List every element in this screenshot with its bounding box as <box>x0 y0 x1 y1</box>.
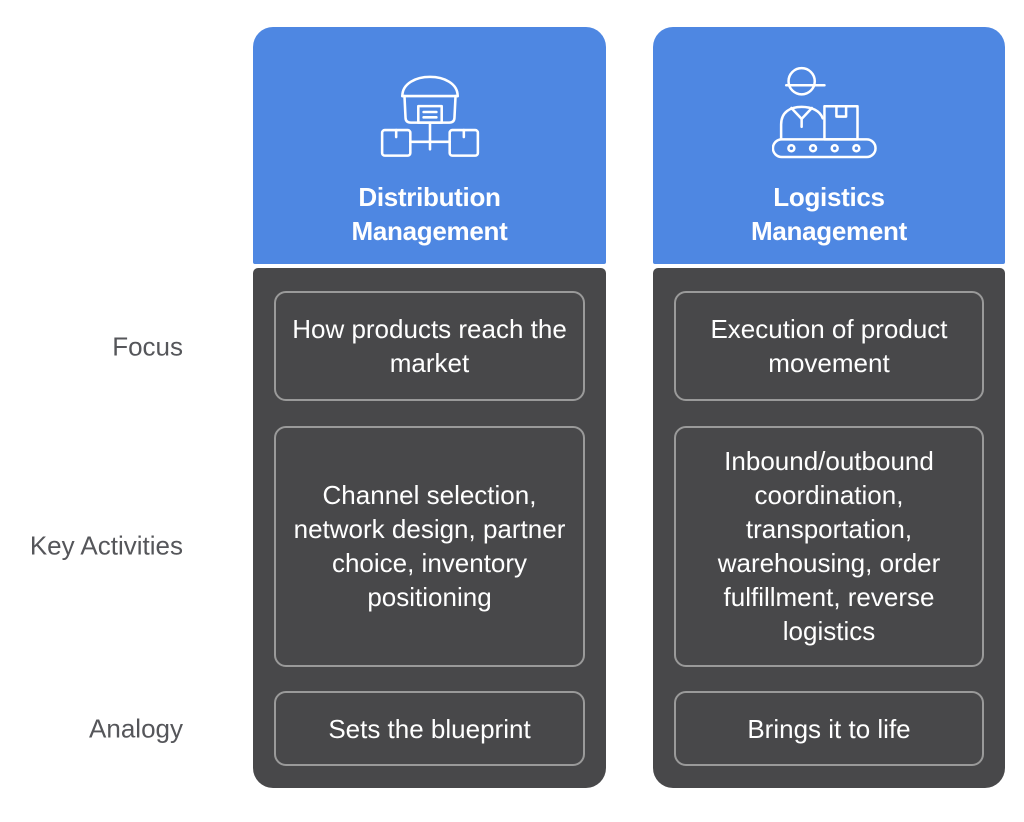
logistics-management-column: Logistics Management Execution of produc… <box>653 27 1005 788</box>
distribution-management-body: How products reach the market Channel se… <box>253 268 606 788</box>
row-label-key-activities: Key Activities <box>29 530 183 561</box>
distribution-management-column: Distribution Management How products rea… <box>253 27 606 788</box>
row-label-analogy: Analogy <box>89 713 183 744</box>
logistics-focus-cell: Execution of product movement <box>674 291 984 401</box>
distribution-management-title: Distribution Management <box>351 182 508 246</box>
logistics-analogy-cell: Brings it to life <box>674 691 984 766</box>
warehouse-distribution-icon <box>380 60 480 164</box>
distribution-analogy-cell: Sets the blueprint <box>274 691 585 766</box>
distribution-focus-cell: How products reach the market <box>274 291 585 401</box>
distribution-key-activities-cell: Channel selection, network design, partn… <box>274 425 585 667</box>
row-label-focus: Focus <box>112 331 183 362</box>
logistics-management-title: Logistics Management <box>751 182 907 246</box>
distribution-management-header: Distribution Management <box>253 27 606 264</box>
logistics-key-activities-cell: Inbound/outbound coordination, transport… <box>674 425 984 667</box>
logistics-management-body: Execution of product movement Inbound/ou… <box>653 268 1005 788</box>
worker-conveyor-belt-icon <box>772 60 886 164</box>
logistics-management-header: Logistics Management <box>653 27 1005 264</box>
